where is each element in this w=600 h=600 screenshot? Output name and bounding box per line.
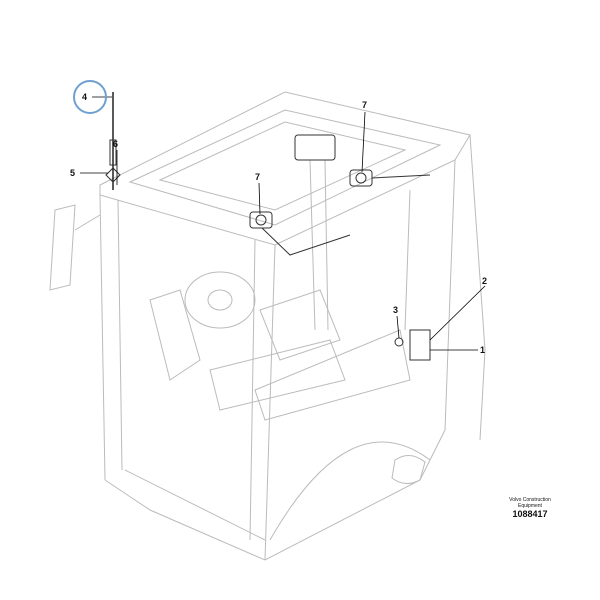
callout-7-left-speaker: 7 xyxy=(255,172,260,182)
cab-outline xyxy=(49,91,486,561)
callout-7-right-speaker: 7 xyxy=(362,100,367,110)
drawing-number: 1088417 xyxy=(512,509,548,519)
callout-4: 4 xyxy=(82,92,87,102)
speaker-left xyxy=(249,211,273,229)
parts xyxy=(105,92,431,361)
leader-lines xyxy=(80,96,486,351)
connector xyxy=(394,337,404,347)
credit-company-sub: Equipment xyxy=(518,503,542,509)
callout-6: 6 xyxy=(113,139,118,149)
credit-company: Volvo Construction xyxy=(509,497,551,503)
callout-5: 5 xyxy=(70,168,75,178)
callout-1: 1 xyxy=(480,345,485,355)
callout-3: 3 xyxy=(393,305,398,315)
radio-unit xyxy=(294,134,336,161)
highlight-circle xyxy=(73,80,107,114)
callout-2: 2 xyxy=(482,276,487,286)
control-box xyxy=(409,329,431,361)
